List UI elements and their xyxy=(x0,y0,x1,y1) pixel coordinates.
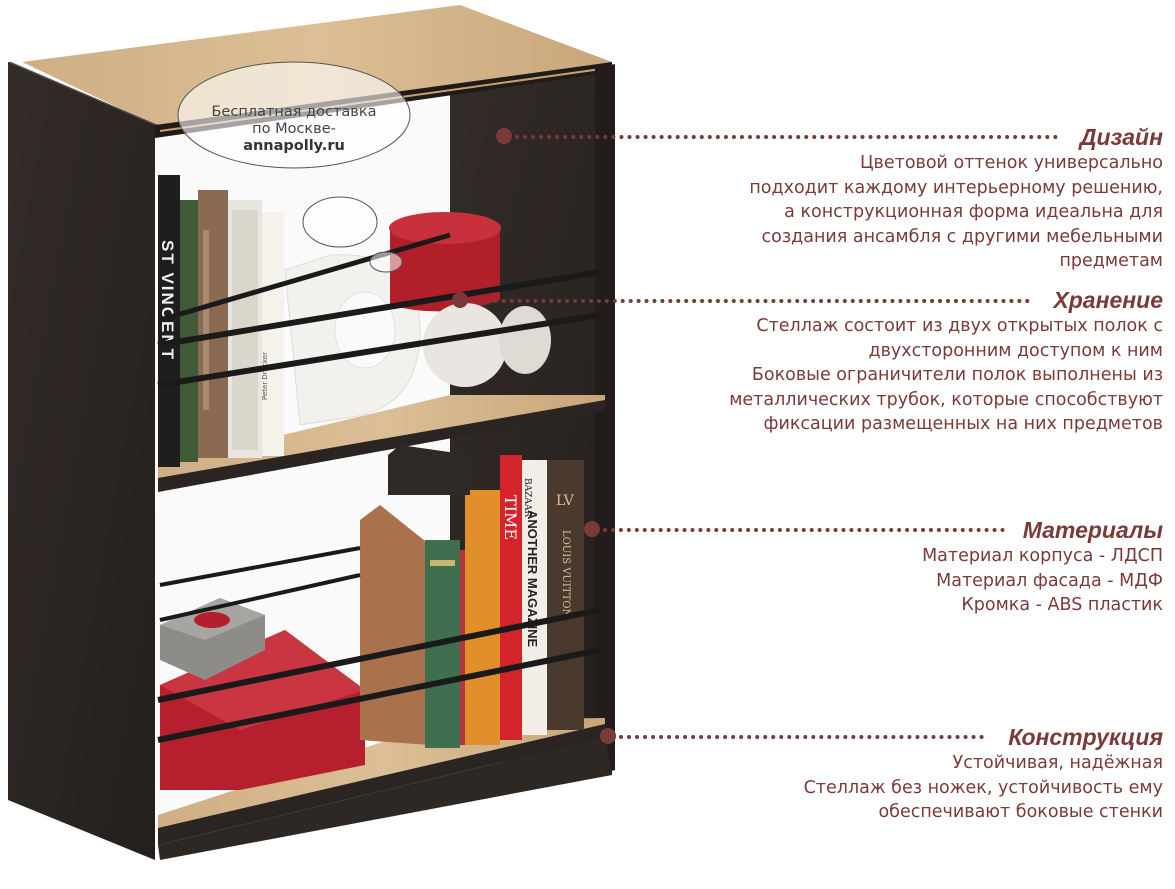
decor-apple-1 xyxy=(423,303,507,387)
book-stvincent xyxy=(158,175,180,467)
callout-storage-line: фиксации размещенных на них предметов xyxy=(763,414,1163,434)
callout-design-line: создания ансамбля с другими мебельными xyxy=(761,226,1163,247)
lower-rail-back-2 xyxy=(159,573,361,622)
spine-bazaar: BAZAAR xyxy=(522,478,532,517)
lower-rail-front-1 xyxy=(157,607,601,703)
upper-rail-front-2 xyxy=(157,312,601,388)
spine-drucker: Peter Drucker xyxy=(261,352,269,400)
design-marker-dot xyxy=(496,128,512,144)
watermark-line2: по Москве- xyxy=(252,121,336,137)
callout-design: Дизайн Цветовой оттенок универсально под… xyxy=(749,124,1163,274)
spine-another-magazine: ANOTHER MAGAZINE xyxy=(525,510,540,648)
callout-storage-title: Хранение xyxy=(1053,287,1163,313)
materials-marker-dot xyxy=(584,521,600,537)
delivery-watermark: Бесплатная доставка по Москве- annapolly… xyxy=(178,62,410,166)
book-orange xyxy=(465,490,500,745)
callout-storage-line: Боковые ограничители полок выполнены из xyxy=(751,365,1163,385)
book-louis-vuitton xyxy=(547,460,584,730)
book-another-magazine xyxy=(522,460,547,735)
storage-marker-dot xyxy=(452,292,468,308)
watermark-line1: Бесплатная доставка xyxy=(211,104,377,120)
upper-rail-back xyxy=(159,232,451,323)
callout-construction-line: обеспечивают боковые стенки xyxy=(878,802,1163,822)
book-brown xyxy=(198,190,228,458)
construction-leader xyxy=(619,735,984,739)
storage-leader xyxy=(470,299,1030,303)
lower-rail-front-2 xyxy=(157,647,601,743)
spine-time: TIME xyxy=(501,495,520,540)
callout-storage: Хранение Стеллаж состоит из двух открыты… xyxy=(729,287,1163,437)
callout-design-line: а конструкционная форма идеальна для xyxy=(784,202,1163,222)
book-dark-top xyxy=(388,445,470,495)
callout-design-line: предметам xyxy=(1059,251,1163,271)
left-side-panel xyxy=(8,62,155,860)
watermark-site: annapolly.ru xyxy=(243,138,345,154)
callout-materials-line: Материал корпуса - ЛДСП xyxy=(922,546,1163,566)
callout-storage-line: двухсторонним доступом к ним xyxy=(868,340,1163,361)
callout-materials-title: Материалы xyxy=(1022,517,1163,543)
front-right-post xyxy=(595,64,615,775)
upper-rail-front-1 xyxy=(157,269,601,348)
callout-construction-line: Устойчивая, надёжная xyxy=(952,753,1163,773)
callout-materials-line: Кромка - ABS пластик xyxy=(961,595,1163,615)
spine-lv: LV xyxy=(556,493,575,509)
design-leader xyxy=(515,135,1058,139)
callout-construction-title: Конструкция xyxy=(1008,724,1163,750)
callout-materials-line: Материал фасада - МДФ xyxy=(936,570,1163,591)
book-white xyxy=(262,212,284,456)
materials-leader xyxy=(603,528,1005,532)
callout-design-line: Цветовой оттенок универсально xyxy=(859,153,1163,173)
callout-storage-line: металлических трубок, которые способству… xyxy=(729,389,1163,410)
spine-louis-vuitton: LOUIS VUITTON xyxy=(560,530,571,618)
callout-design-line: подходит каждому интерьерному решению, xyxy=(749,177,1163,198)
construction-marker-dot xyxy=(600,728,616,744)
callout-design-title: Дизайн xyxy=(1079,124,1163,150)
decor-apple-2 xyxy=(499,306,551,374)
callout-storage-line: Стеллаж состоит из двух открытых полок с xyxy=(756,316,1163,336)
callout-materials: Материалы Материал корпуса - ЛДСП Матери… xyxy=(922,517,1163,618)
callout-construction-line: Стеллаж без ножек, устойчивость ему xyxy=(803,777,1163,798)
spine-stvincent: ST VINCENT xyxy=(158,240,177,361)
lower-rail-back-1 xyxy=(159,546,361,587)
callout-construction: Конструкция Устойчивая, надёжная Стеллаж… xyxy=(804,724,1163,825)
book-green xyxy=(180,200,198,462)
book-brown-lean xyxy=(360,505,430,745)
